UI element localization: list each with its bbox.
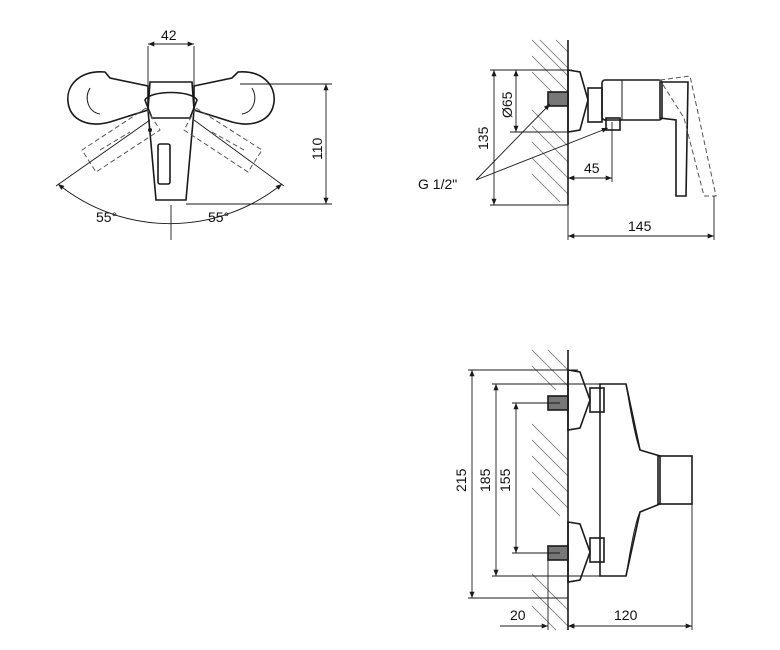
angle-right-label: 55° [208,209,229,225]
dim-215-label: 215 [453,468,469,492]
dim-155-label: 155 [497,468,513,492]
dim-20-label: 20 [510,607,526,623]
right-flange [193,71,275,125]
dim-45-label: 45 [584,160,600,176]
dim-135-label: 135 [475,126,491,150]
dim-width-label: 42 [161,27,177,43]
top-view: 55° 55° 42 110 [55,27,332,240]
lever-right-dashed [183,107,263,173]
side-lever [659,81,689,197]
lever-slot [157,143,171,185]
left-flange [67,71,149,125]
front-view: 215 185 155 20 120 [453,349,693,631]
flange [567,69,589,133]
front-body [599,383,661,577]
angle-left-label: 55° [96,209,117,225]
side-view: 135 Ø65 45 145 G 1/2" [418,39,717,240]
thread-label: G 1/2" [418,176,457,192]
dim-120-label: 120 [614,607,638,623]
dim-185-label: 185 [477,468,493,492]
front-wall-hatch [531,349,569,631]
dim-height-label: 110 [309,137,325,160]
lever-left-dashed [81,107,161,173]
dim-145-label: 145 [628,218,652,234]
angle-arc [57,183,283,225]
wall-hatch [531,39,569,203]
front-handle [657,455,693,505]
lever-body [147,81,195,201]
dim-flange-label: Ø65 [499,91,515,118]
